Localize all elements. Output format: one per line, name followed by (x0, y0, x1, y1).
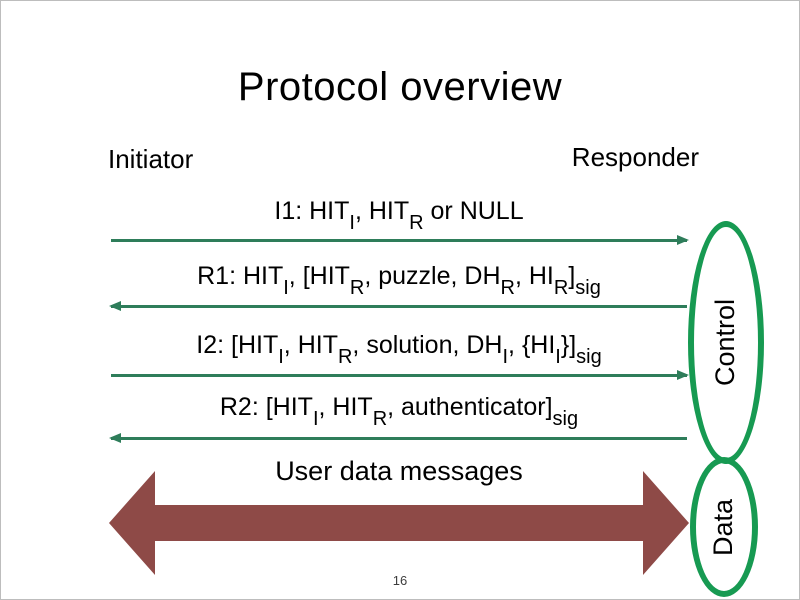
page-title: Protocol overview (237, 65, 563, 109)
message-r1-arrow-line (109, 301, 687, 311)
message-r2-label: R2: [HITI, HITR, authenticator]sig (219, 393, 579, 430)
double-arrow-shape (109, 471, 689, 575)
data-ellipse: Data (690, 457, 758, 597)
message-i1-arrow-line (111, 235, 689, 245)
page-number: 16 (392, 573, 408, 588)
initiator-label: Initiator (108, 144, 194, 174)
control-label: Control (710, 298, 741, 387)
data-label: Data (708, 498, 739, 556)
message-i1-label: I1: HITI, HITR or NULL (274, 197, 524, 234)
message-i2-label: I2: [HITI, HITR, solution, DHI, {HII}]si… (196, 331, 602, 368)
responder-label: Responder (571, 142, 699, 172)
message-i2-arrow-line (111, 370, 689, 380)
user-data-label: User data messages (275, 456, 523, 486)
control-ellipse: Control (688, 221, 764, 464)
user-data-double-arrow (109, 471, 689, 575)
message-r1-label: R1: HITI, [HITR, puzzle, DHR, HIR]sig (197, 262, 601, 299)
message-r2-arrow-line (109, 433, 687, 443)
